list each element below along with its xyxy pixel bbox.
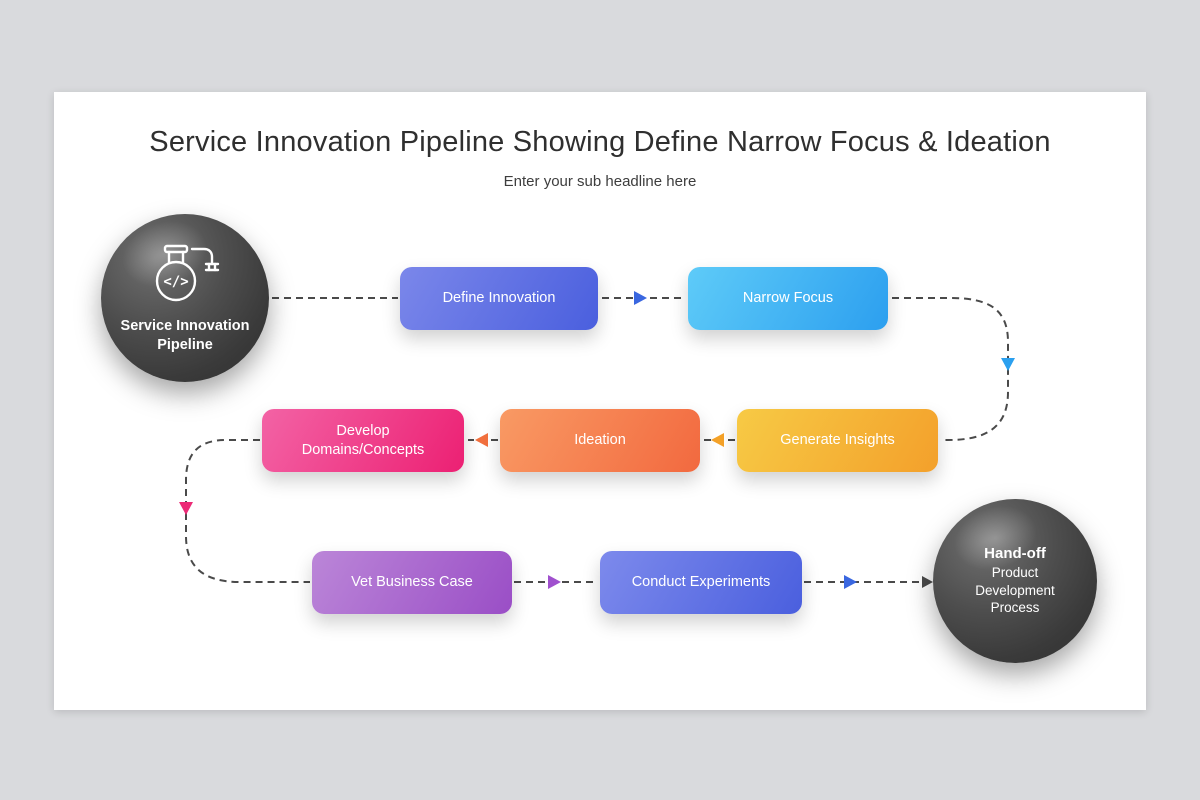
step-define-innovation[interactable]: Define Innovation	[400, 267, 598, 330]
step-generate-insights[interactable]: Generate Insights	[737, 409, 938, 472]
arrow-define-to-narrow	[634, 291, 647, 305]
end-node[interactable]: Hand-off Product Development Process	[933, 499, 1097, 663]
arrowhead-into-end-node	[922, 576, 933, 588]
step-label: Define Innovation	[442, 290, 556, 307]
step-narrow-focus[interactable]: Narrow Focus	[688, 267, 888, 330]
step-conduct-experiments[interactable]: Conduct Experiments	[600, 551, 802, 614]
step-label: Narrow Focus	[742, 290, 834, 307]
arrow-narrow-descend	[1001, 358, 1015, 371]
connector-narrow-to-insights	[892, 297, 1009, 441]
step-label: Vet Business Case	[351, 574, 473, 591]
step-label: Conduct Experiments	[631, 574, 771, 591]
end-node-subtitle: Product Development Process	[975, 565, 1055, 616]
connector-develop-to-vet	[185, 439, 310, 583]
arrow-ideation-to-develop	[475, 433, 488, 447]
start-node[interactable]: </> Service Innovation Pipeline	[101, 214, 269, 382]
arrow-develop-descend	[179, 502, 193, 515]
connector-layer	[179, 291, 1015, 589]
step-ideation[interactable]: Ideation	[500, 409, 700, 472]
slide-card: Service Innovation Pipeline Showing Defi…	[54, 92, 1146, 710]
step-label: Generate Insights	[780, 432, 895, 449]
step-vet-business-case[interactable]: Vet Business Case	[312, 551, 512, 614]
step-develop-domains-concepts[interactable]: Develop Domains/Concepts	[262, 409, 464, 472]
svg-text:</>: </>	[163, 274, 188, 290]
start-node-label: Service Innovation Pipeline	[120, 317, 250, 353]
slide-subtitle: Enter your sub headline here	[503, 173, 697, 190]
step-label: Ideation	[574, 432, 626, 449]
arrow-insights-to-ideation	[711, 433, 724, 447]
slide-title: Service Innovation Pipeline Showing Defi…	[149, 126, 1051, 158]
step-label: Develop Domains/Concepts	[301, 423, 425, 458]
arrow-conduct-to-end	[844, 575, 857, 589]
flask-code-pipeline-icon: </>	[146, 242, 224, 309]
arrow-vet-to-conduct	[548, 575, 561, 589]
end-node-title: Hand-off	[984, 545, 1046, 563]
